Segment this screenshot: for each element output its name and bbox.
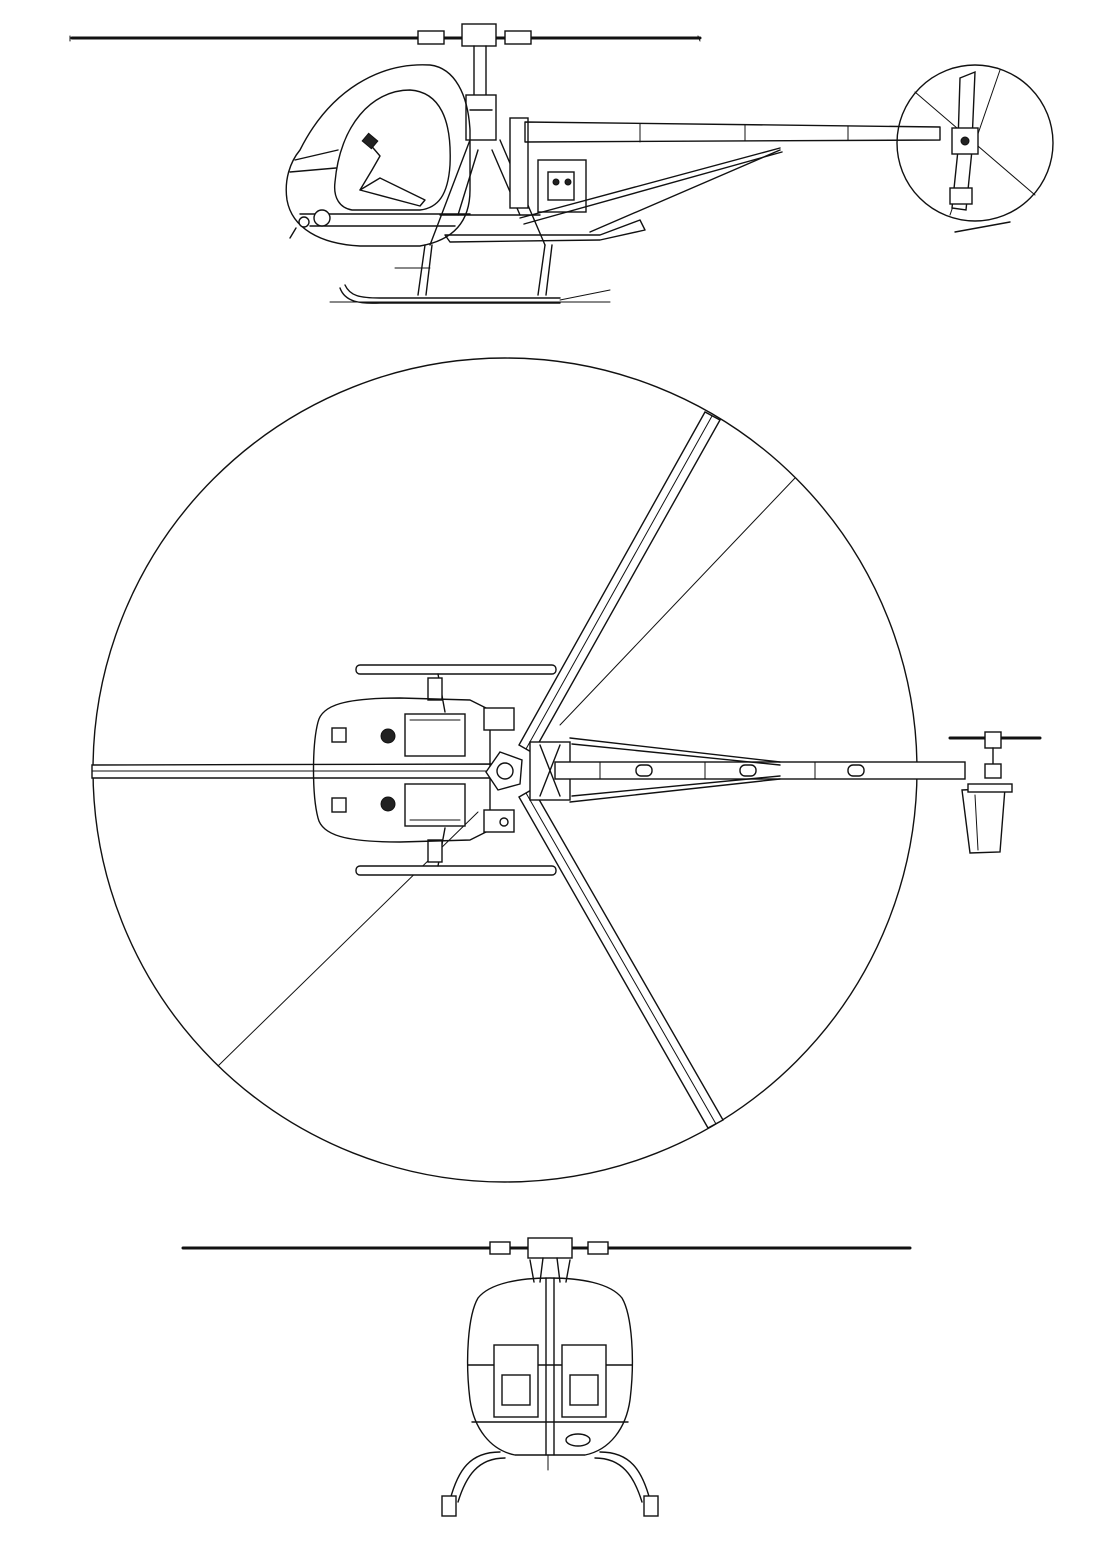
front-main-rotor — [181, 1237, 912, 1283]
side-tail-boom — [519, 121, 941, 233]
side-main-rotor — [69, 23, 702, 141]
top-skids — [355, 664, 557, 876]
side-frame — [429, 117, 646, 246]
side-view — [69, 23, 1054, 304]
front-view — [181, 1237, 912, 1517]
top-cabin — [312, 697, 515, 843]
side-tail-rotor — [896, 64, 1054, 233]
front-cabin — [466, 1277, 634, 1471]
side-cabin — [285, 64, 471, 247]
side-skids — [329, 244, 611, 304]
top-main-rotor-blades — [91, 411, 724, 1129]
top-view — [91, 357, 1042, 1183]
top-tail-boom — [554, 737, 966, 803]
front-skids — [441, 1451, 659, 1517]
top-tail-rotor — [948, 731, 1042, 854]
